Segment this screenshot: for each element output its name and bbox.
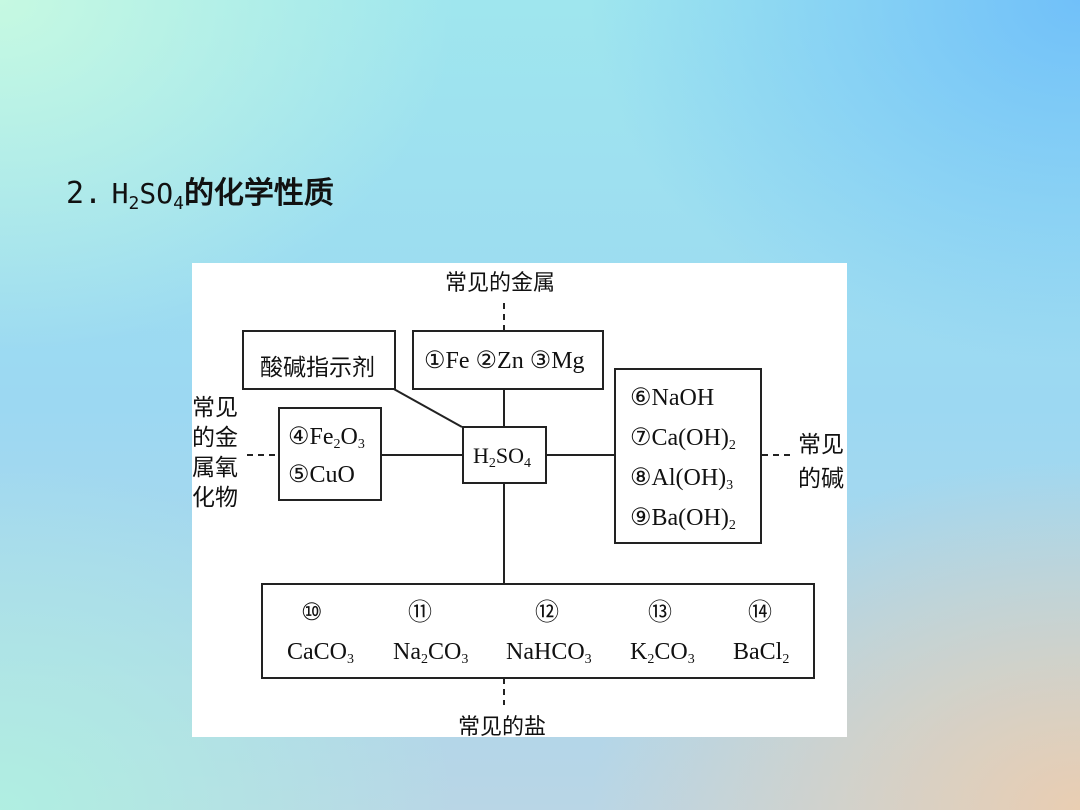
label-common-metals: 常见的金属 <box>445 271 556 296</box>
metals-box: ①Fe ②Zn ③Mg <box>412 330 604 390</box>
indicator-text: 酸碱指示剂 <box>260 355 375 381</box>
base-naoh: ⑥NaOH <box>630 385 715 411</box>
salts-box: ⑩ ⑪ ⑫ ⑬ ⑭ CaCO3 Na2CO3 NaHCO3 K2CO3 BaCl… <box>261 583 815 679</box>
salt-num-10: ⑩ <box>301 600 323 626</box>
label-common-salts: 常见的盐 <box>458 715 547 740</box>
salt-caco3: CaCO3 <box>287 639 354 667</box>
slide-title: 2. H2SO4的化学性质 <box>66 168 334 214</box>
base-baoh2: ⑨Ba(OH)2 <box>630 505 736 533</box>
salt-na2co3: Na2CO3 <box>393 639 469 667</box>
h2so4-text: H2SO4 <box>473 443 532 471</box>
oxide-cuo: ⑤CuO <box>288 462 355 488</box>
metals-text: ①Fe ②Zn ③Mg <box>424 348 585 374</box>
oxide-fe2o3: ④Fe2O3 <box>288 424 365 452</box>
base-caoh2: ⑦Ca(OH)2 <box>630 425 736 453</box>
bases-box: ⑥NaOH ⑦Ca(OH)2 ⑧Al(OH)3 ⑨Ba(OH)2 <box>614 368 762 544</box>
oxides-box: ④Fe2O3 ⑤CuO <box>278 407 382 501</box>
salt-nahco3: NaHCO3 <box>506 639 592 667</box>
base-aloh3: ⑧Al(OH)3 <box>630 465 734 493</box>
salt-num-12: ⑫ <box>535 600 559 626</box>
salt-bacl2: BaCl2 <box>733 639 790 667</box>
title-text: 的化学性质 <box>183 176 334 211</box>
salt-num-13: ⑬ <box>648 600 672 626</box>
label-common-bases: 常见 的碱 <box>798 432 844 492</box>
salt-num-14: ⑭ <box>748 600 772 626</box>
connector-lines <box>247 303 794 705</box>
salt-k2co3: K2CO3 <box>630 639 695 667</box>
h2so4-box: H2SO4 <box>462 426 547 484</box>
line-indicator-center <box>391 387 463 428</box>
title-number: 2. <box>66 176 103 211</box>
salt-num-11: ⑪ <box>408 600 432 626</box>
label-metal-oxides: 常见 的金 属氧 化物 <box>192 395 238 511</box>
indicator-box: 酸碱指示剂 <box>242 330 396 390</box>
title-formula: H2SO4 <box>111 177 184 214</box>
diagram-panel: 常见的金属 酸碱指示剂 ①Fe ②Zn ③Mg 常见 的金 属氧 化物 ④Fe2… <box>192 263 847 740</box>
